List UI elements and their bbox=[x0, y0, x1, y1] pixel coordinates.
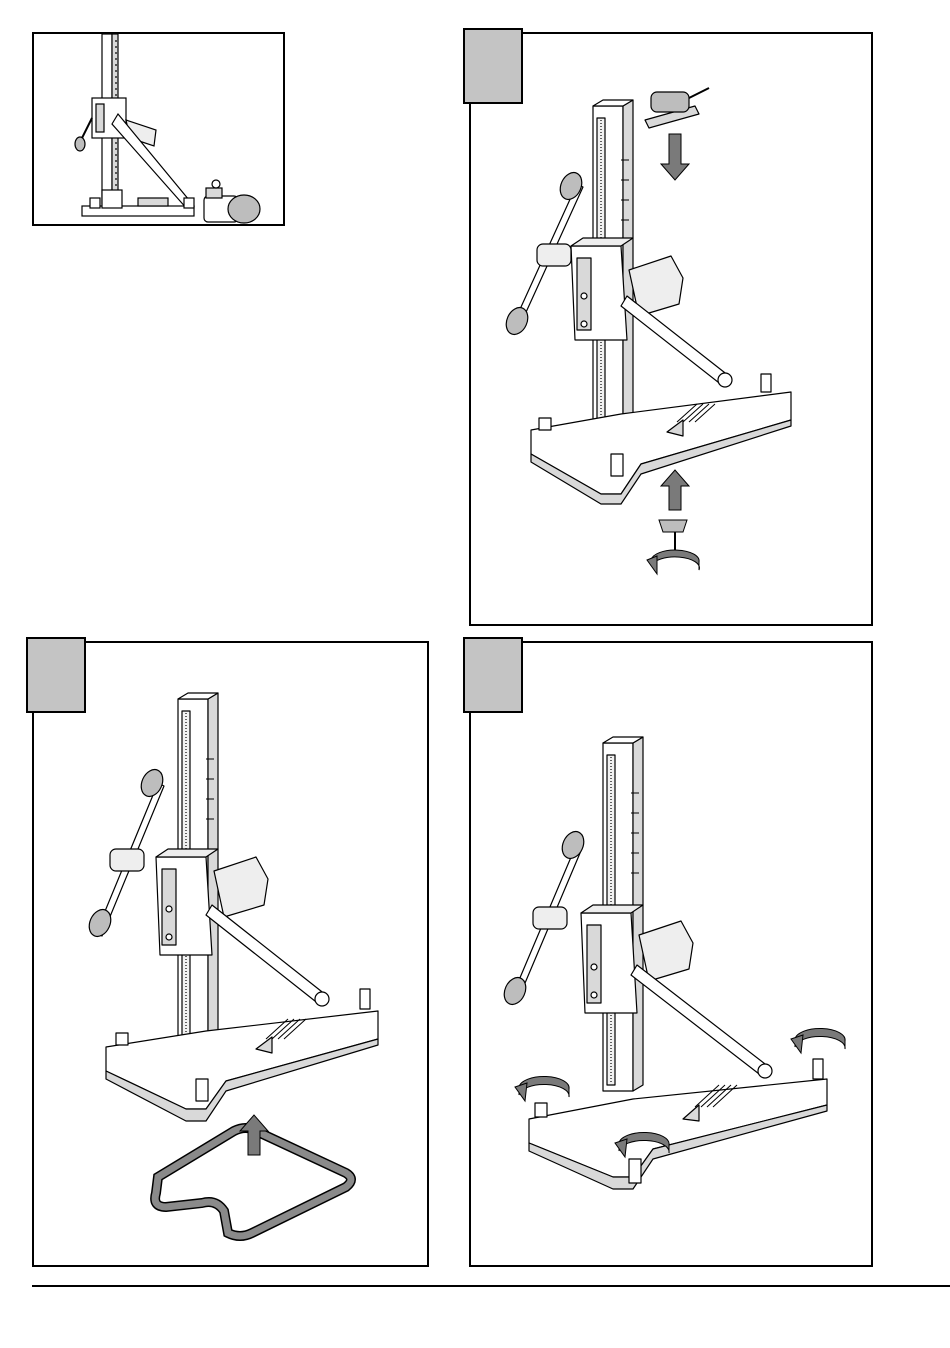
step-b-tab bbox=[26, 637, 86, 713]
step-a-panel bbox=[469, 32, 873, 626]
step-c-panel bbox=[469, 641, 873, 1267]
rotate-arrow-icon bbox=[791, 1028, 845, 1053]
rotate-arrow-icon bbox=[647, 550, 699, 574]
arrow-down-icon bbox=[661, 134, 689, 180]
step-c-tab bbox=[463, 637, 523, 713]
drill-stand-seal-ring-icon bbox=[34, 643, 427, 1265]
step-a-tab bbox=[463, 28, 523, 104]
overview-panel bbox=[32, 32, 285, 226]
rotate-arrow-icon bbox=[515, 1076, 569, 1101]
step-b-panel bbox=[32, 641, 429, 1267]
drill-stand-vacuum-attachment-icon bbox=[471, 34, 871, 624]
footer-rule bbox=[32, 1285, 950, 1287]
drill-stand-with-vacuum-pump-icon bbox=[34, 34, 283, 224]
arrow-up-icon bbox=[661, 470, 689, 510]
drill-stand-levelling-screws-icon bbox=[471, 643, 871, 1265]
